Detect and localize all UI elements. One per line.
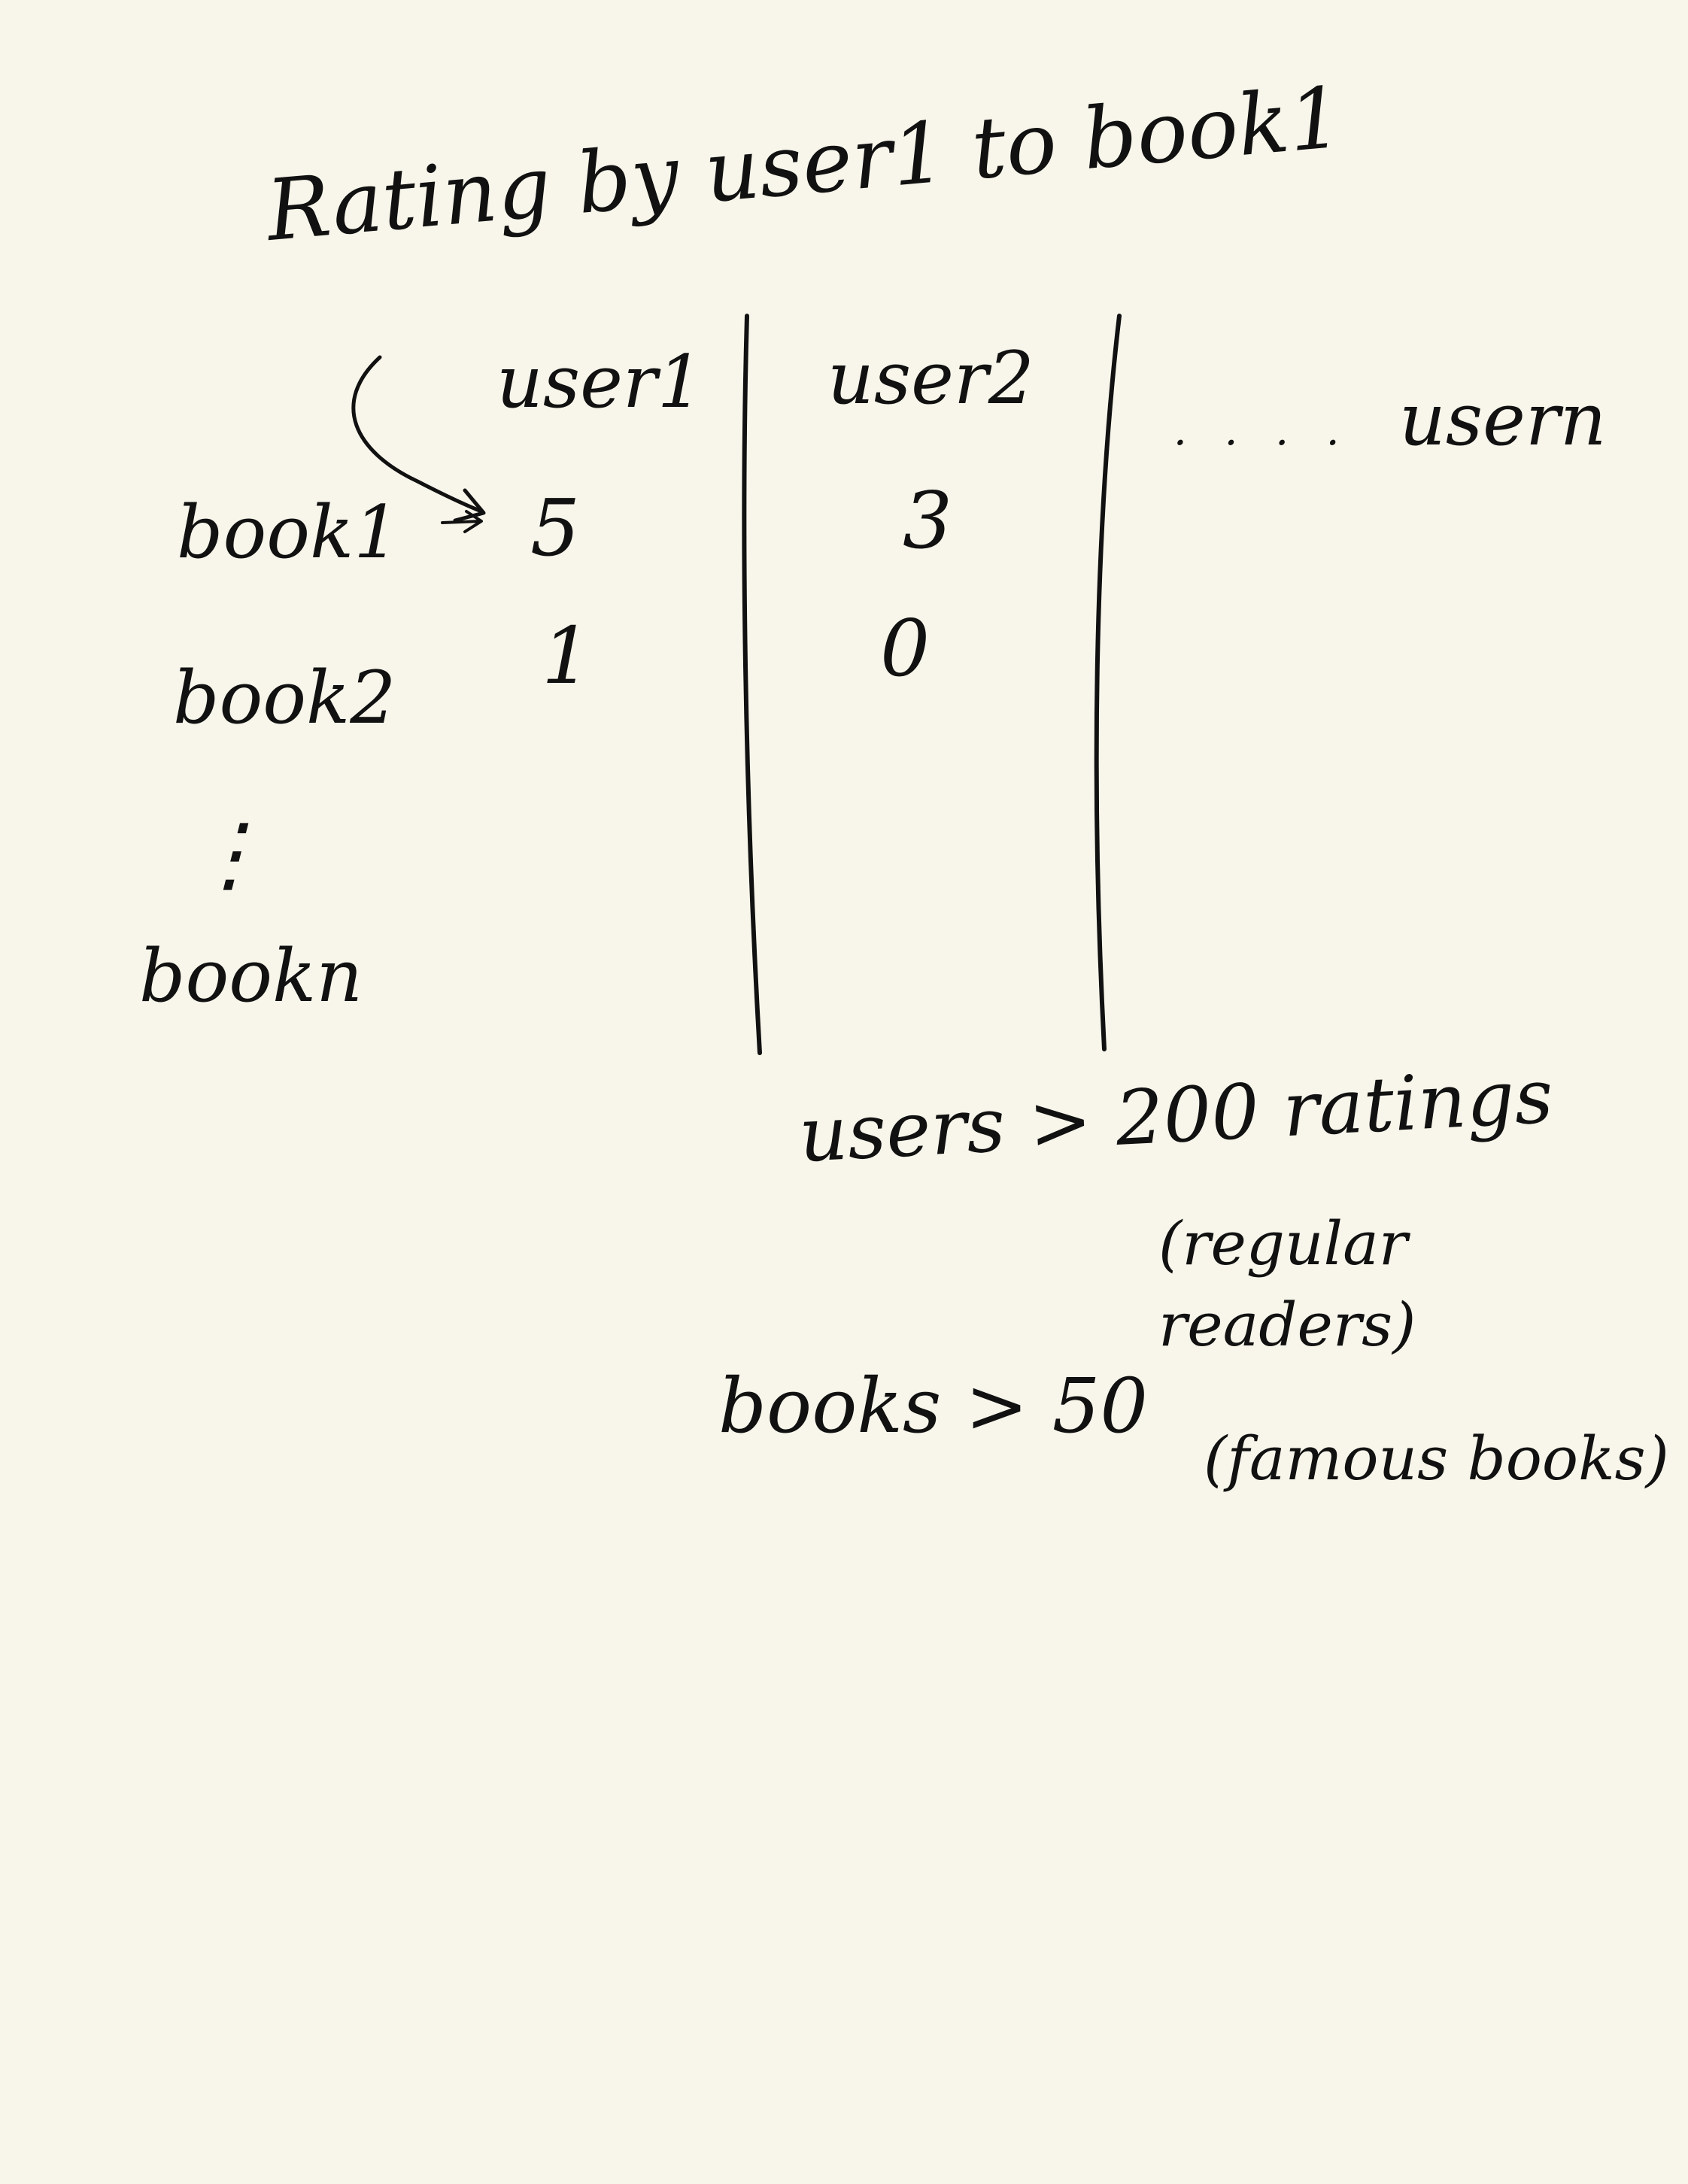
cell-book1-user2: 3: [903, 475, 953, 566]
row-header-book1: book1: [177, 490, 400, 575]
note-books-filter-detail: (famous books): [1204, 1424, 1669, 1494]
row-ellipsis: ⋮: [188, 805, 271, 902]
column-divider-1: [742, 314, 762, 1055]
column-header-usern: usern: [1399, 378, 1607, 462]
note-books-filter: books > 50: [718, 1362, 1148, 1450]
curved-arrow: [351, 355, 484, 514]
column-header-user2: user2: [827, 336, 1034, 420]
cell-book2-user1: 1: [542, 610, 592, 702]
column-header-user1: user1: [496, 340, 703, 424]
row-pointer-arrow: [441, 510, 483, 533]
row-header-bookn: bookn: [139, 934, 363, 1018]
row-header-book2: book2: [173, 656, 396, 740]
cell-book2-user2: 0: [880, 602, 931, 694]
column-ellipsis: . . . .: [1173, 406, 1352, 455]
arrowhead: [453, 488, 486, 523]
cell-book1-user1: 5: [530, 482, 581, 574]
column-divider-2: [1094, 314, 1122, 1051]
note-users-filter-detail: (regular readers): [1158, 1209, 1416, 1360]
